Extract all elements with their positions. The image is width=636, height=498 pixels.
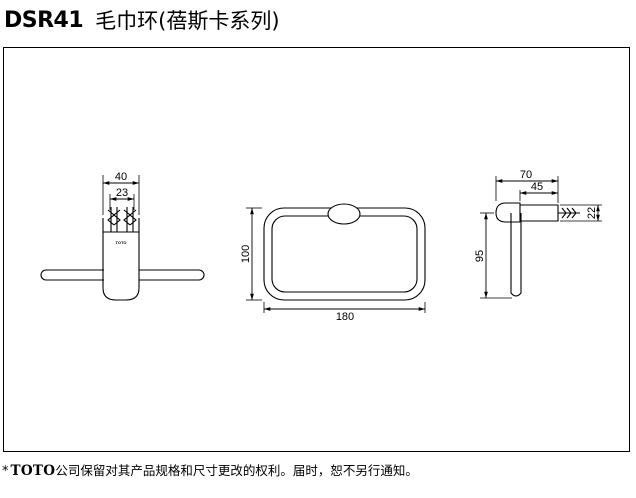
footer-notice: * TOTO 公司保留对其产品规格和尺寸更改的权利。届时，恕不另行通知。 — [2, 460, 418, 479]
dim-label-95: 95 — [474, 250, 486, 262]
dim-label-40: 40 — [115, 171, 127, 183]
front-view — [246, 203, 426, 313]
dim-label-45: 45 — [531, 181, 543, 193]
dim-label-180: 180 — [336, 311, 354, 323]
product-name: 毛巾环(蓓斯卡系列) — [95, 9, 280, 33]
dim-label-23: 23 — [116, 187, 128, 199]
profile-head — [495, 202, 521, 223]
side-rod — [40, 269, 205, 281]
ring-mount-hub — [327, 203, 361, 225]
ring-inner — [271, 215, 418, 293]
side-bracket — [102, 218, 140, 301]
dim-label-100: 100 — [240, 245, 252, 263]
side-screw-left — [107, 207, 121, 232]
model-number: DSR41 — [4, 7, 84, 33]
dim-label-22: 22 — [586, 207, 598, 219]
profile-view — [480, 176, 602, 299]
dim-label-70: 70 — [520, 169, 532, 181]
profile-rod — [510, 213, 522, 297]
brand-name: TOTO — [10, 463, 56, 479]
notice-text: 公司保留对其产品规格和尺寸更改的权利。届时，恕不另行通知。 — [55, 463, 418, 478]
toto-logo-mark: TOTO — [116, 240, 127, 245]
profile-arm — [520, 204, 559, 222]
drawing-frame — [3, 47, 630, 452]
profile-screw — [558, 207, 580, 219]
side-view — [40, 175, 205, 301]
side-screw-right — [123, 207, 137, 232]
footnote-star: * — [2, 464, 9, 479]
page-title: DSR41 毛巾环(蓓斯卡系列) — [4, 0, 280, 40]
